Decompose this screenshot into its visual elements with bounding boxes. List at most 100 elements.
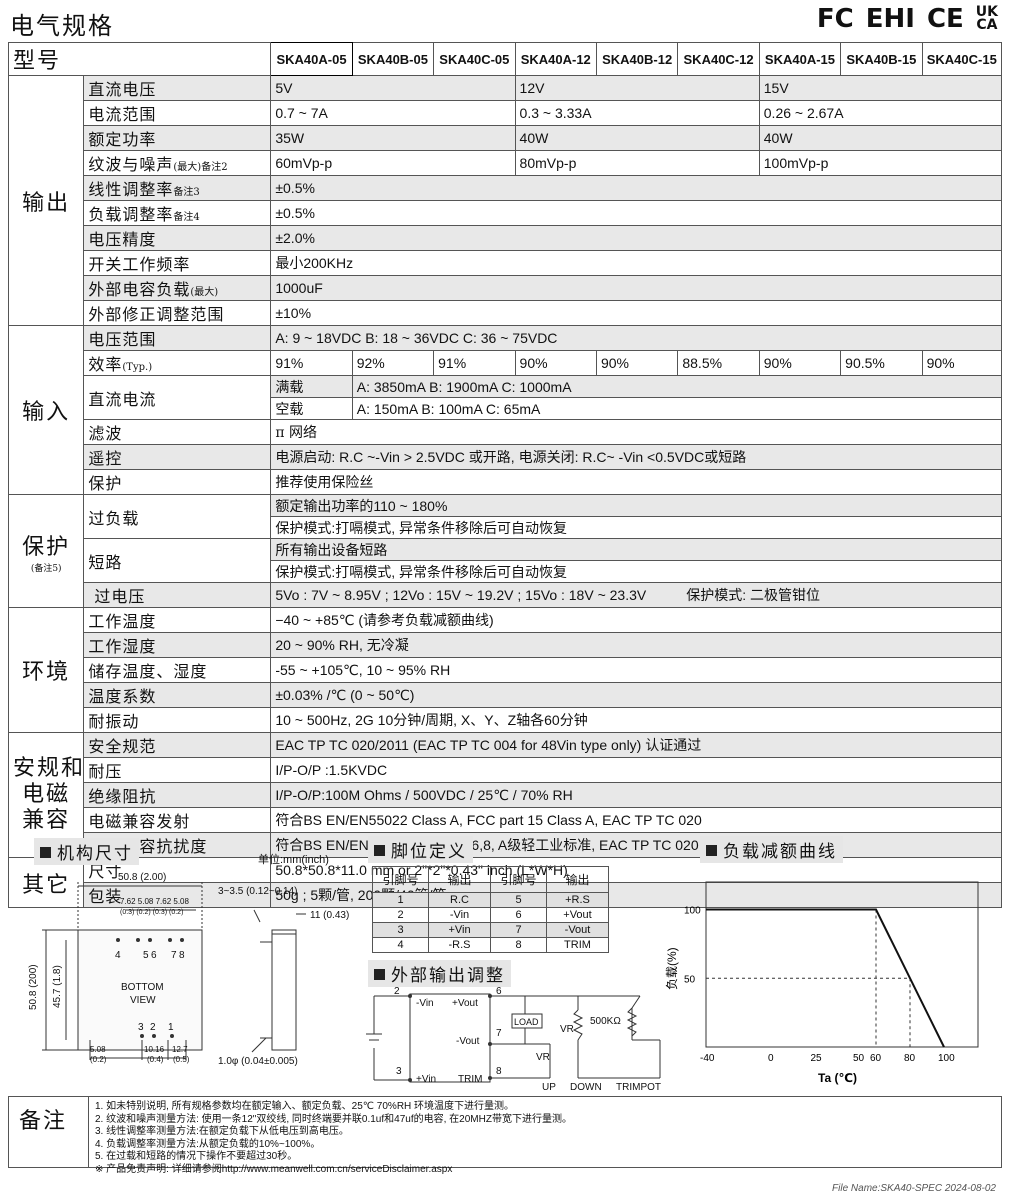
svg-text:45.7 (1.8): 45.7 (1.8) (52, 965, 63, 1008)
svg-text:VR: VR (536, 1052, 550, 1063)
svg-text:(0.4): (0.4) (147, 1055, 164, 1064)
svg-text:50.8 (200): 50.8 (200) (28, 964, 39, 1010)
svg-text:(0.3) (0.2) (0.3) (0.2): (0.3) (0.2) (0.3) (0.2) (120, 909, 183, 916)
svg-text:6: 6 (496, 986, 502, 997)
svg-text:10.16: 10.16 (144, 1045, 165, 1054)
svg-text:1.0φ (0.04±0.005): 1.0φ (0.04±0.005) (218, 1056, 298, 1067)
spec-row: 滤波 π 网络 (9, 419, 1002, 445)
x-tick-label: 25 (811, 1053, 823, 1064)
category-safety: 安规和电磁兼容 (7, 732, 85, 858)
svg-text:1: 1 (168, 1022, 174, 1033)
category-output: 输出 (7, 75, 85, 326)
derating-section-title: 负载减额曲线 (700, 836, 843, 863)
x-tick-label: 100 (938, 1053, 955, 1064)
y-axis-label: 负载(%) (665, 947, 679, 990)
ce-logo: CE (926, 4, 964, 34)
spec-row: 绝缘阻抗 I/P-O/P:100M Ohms / 500VDC / 25℃ / … (9, 782, 1002, 808)
notes-box: 备注 1. 如未特别说明, 所有规格参数均在额定输入、额定负载、25℃ 70%R… (8, 1096, 1002, 1175)
spec-row: 储存温度、湿度 -55 ~ +105℃, 10 ~ 95% RH (9, 657, 1002, 683)
spec-row: 保护 推荐使用保险丝 (9, 469, 1002, 495)
svg-text:TRIMPOT: TRIMPOT (616, 1082, 661, 1093)
x-tick-label: 60 (870, 1053, 882, 1064)
model-cell: SKA40A-05 (270, 42, 353, 76)
svg-text:3: 3 (138, 1022, 144, 1033)
pinout-section-title: 脚位定义 (368, 836, 473, 863)
note-item[interactable]: ※ 产品免责声明: 详细请参阅http://www.meanwell.com.c… (95, 1163, 453, 1175)
svg-text:7.62 5.08 7.62 5.08: 7.62 5.08 7.62 5.08 (120, 897, 190, 906)
spec-row: 过电压 5Vo : 7V ~ 8.95V ; 12Vo : 15V ~ 19.2… (9, 582, 1002, 608)
model-cell: SKA40B-15 (840, 42, 923, 76)
spec-row: 温度系数 ±0.03% /℃ (0 ~ 50℃) (9, 682, 1002, 708)
eac-logo: EHI (865, 4, 915, 34)
model-cell: SKA40C-15 (921, 42, 1003, 76)
page-title: 电气规格 (10, 12, 114, 40)
spec-row: 电流范围 0.7 ~ 7A 0.3 ~ 3.33A 0.26 ~ 2.67A (9, 100, 1003, 126)
spec-row: 短路 所有输出设备短路 (9, 538, 1002, 583)
spec-row: 直流电流 满载 A: 3850mA B: 1900mA C: 1000mA (9, 375, 1003, 420)
mechanical-drawing: 50.8 (2.00) 7.62 5.08 7.62 5.08 (0.3) (0… (28, 872, 349, 1067)
note-item: 1. 如未特别说明, 所有规格参数均在额定输入、额定负载、25℃ 70%RH 环… (95, 1101, 515, 1112)
x-tick-label: 80 (904, 1053, 916, 1064)
svg-text:50.8 (2.00): 50.8 (2.00) (118, 872, 166, 883)
svg-text:3~3.5 (0.12~0.14): 3~3.5 (0.12~0.14) (218, 886, 298, 897)
note-item: 5. 在过载和短路的情况下操作不要超过30秒。 (95, 1151, 298, 1162)
svg-text:BOTTOM: BOTTOM (121, 982, 164, 993)
spec-row: 耐振动 10 ~ 500Hz, 2G 10分钟/周期, X、Y、Z轴各60分钟 (9, 707, 1002, 733)
spec-row: 环境 工作温度 −40 ~ +85℃ (请参考负载减额曲线) (7, 607, 1002, 733)
svg-text:DOWN: DOWN (570, 1082, 602, 1093)
svg-text:-Vin: -Vin (416, 998, 434, 1009)
svg-text:8: 8 (179, 950, 185, 961)
category-protection: 保护(备注5) (7, 494, 85, 608)
svg-text:VR: VR (560, 1024, 574, 1035)
y-tick-label: 100 (684, 906, 701, 917)
spec-row: 纹波与噪声(最大)备注2 60mVp-p 80mVp-p 100mVp-p (9, 150, 1003, 176)
svg-text:(0.5): (0.5) (173, 1055, 190, 1064)
model-cell: SKA40B-12 (595, 42, 679, 76)
spec-row: 开关工作频率 最小200KHz (9, 250, 1002, 276)
mech-section-title: 机构尺寸 (34, 838, 139, 865)
svg-text:2: 2 (150, 1022, 156, 1033)
spec-row: 输出 直流电压 5V 12V 15V (7, 75, 1003, 326)
spec-row: 安规和电磁兼容 安全规范 EAC TP TC 020/2011 (EAC TP … (7, 732, 1002, 858)
x-tick-label: 50 (853, 1053, 865, 1064)
category-environment: 环境 (7, 607, 85, 733)
svg-text:5.08: 5.08 (90, 1045, 106, 1054)
spec-row: 负载调整率备注4 ±0.5% (9, 200, 1002, 226)
note-item: 2. 纹波和噪声测量方法: 使用一条12"双绞线, 同时终端要并联0.1uf和4… (95, 1113, 572, 1125)
spec-row: 输入 电压范围 A: 9 ~ 18VDC B: 18 ~ 36VDC C: 36… (7, 325, 1002, 495)
svg-text:-Vout: -Vout (456, 1036, 480, 1047)
series-line (706, 908, 945, 1048)
model-cell: SKA40A-12 (514, 42, 597, 76)
svg-text:2: 2 (394, 986, 400, 997)
svg-text:5: 5 (143, 950, 149, 961)
model-cell: SKA40A-15 (758, 42, 842, 76)
spec-row: 耐压 I/P-O/P :1.5KVDC (9, 757, 1002, 783)
note-item: 4. 负载调整率测量方法:从额定负载的10%~100%。 (95, 1138, 321, 1150)
model-cell: SKA40C-05 (433, 42, 516, 76)
chart-frame (705, 881, 979, 1048)
spec-row: 外部修正调整范围 ±10% (9, 300, 1002, 326)
svg-text:6: 6 (151, 950, 157, 961)
spec-row: 工作湿度 20 ~ 90% RH, 无冷凝 (9, 632, 1002, 658)
trim-circuit: 2 -Vin +Vout 6 7 -Vout 3 +Vin TRIM 8 LOA… (366, 986, 661, 1093)
category-input: 输入 (7, 325, 85, 495)
spec-row: 电磁兼容抗扰度 符合BS EN/EN61000-4-2,3,4,5,6,8, A… (9, 832, 1002, 858)
svg-text:8: 8 (496, 1066, 502, 1077)
svg-text:3: 3 (396, 1066, 402, 1077)
spec-row: 电压精度 ±2.0% (9, 225, 1002, 251)
y-tick-label: 50 (684, 974, 696, 985)
model-cell: SKA40B-05 (351, 42, 435, 76)
svg-text:VIEW: VIEW (130, 995, 156, 1006)
spec-row: 额定功率 35W 40W 40W (9, 125, 1003, 151)
spec-row: 遥控 电源启动: R.C ~-Vin > 2.5VDC 或开路, 电源关闭: R… (9, 444, 1002, 470)
x-axis-label: Ta (℃) (818, 1071, 857, 1085)
notes-list: 1. 如未特别说明, 所有规格参数均在额定输入、额定负载、25℃ 70%RH 环… (95, 1101, 572, 1176)
svg-text:+Vin: +Vin (416, 1074, 436, 1085)
